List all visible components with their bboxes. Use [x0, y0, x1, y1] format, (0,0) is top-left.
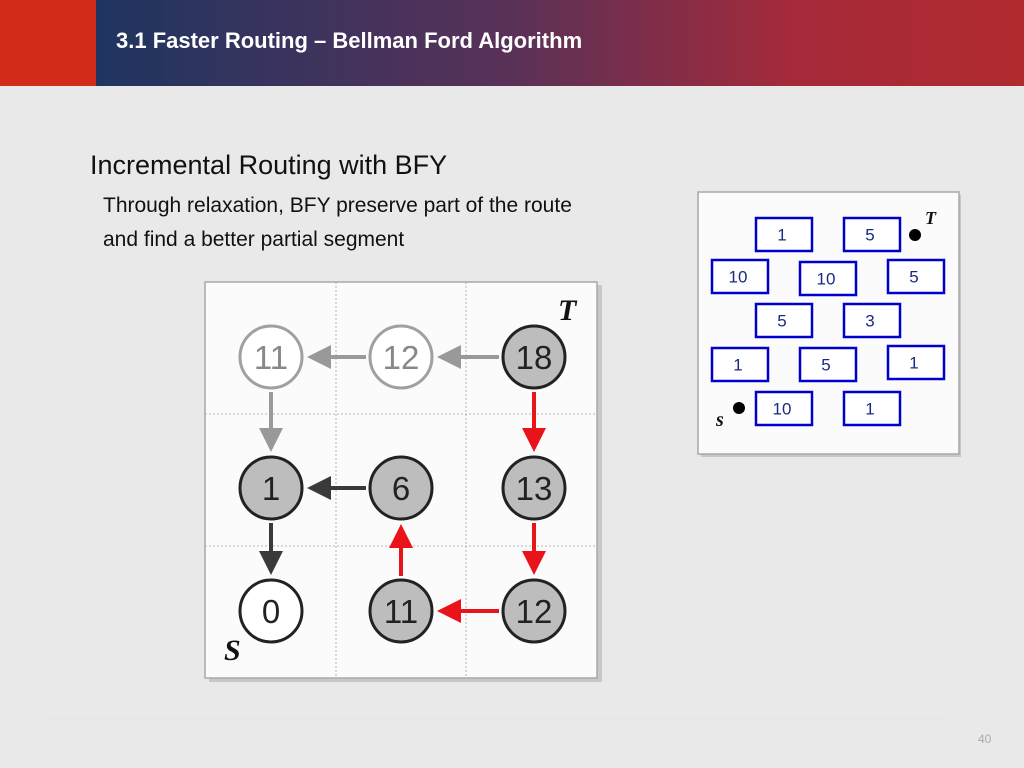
block-value: 5 [821, 356, 830, 375]
node-value: 12 [383, 339, 420, 376]
grid-nodes: 11 12 18 1 6 13 0 11 12 [238, 324, 567, 644]
block-value: 5 [865, 226, 874, 245]
node-value: 13 [516, 470, 553, 507]
node-circle [238, 324, 304, 390]
block-box: 1 [886, 344, 946, 381]
block-box: 1 [842, 390, 902, 427]
content-line-1: Through relaxation, BFY preserve part of… [103, 194, 572, 217]
node-circle [501, 455, 567, 521]
block-box: 10 [754, 390, 814, 427]
node-circle [238, 455, 304, 521]
grid-routing-figure: 11 12 18 1 6 13 0 11 12 T S [204, 281, 602, 682]
node-n02: 18 [501, 324, 567, 390]
target-dot [909, 229, 921, 241]
header-bar [96, 0, 1024, 86]
block-box: 5 [798, 346, 858, 383]
block-value: 1 [865, 400, 874, 419]
node-n11: 6 [368, 455, 434, 521]
block-value: 10 [729, 268, 748, 287]
content-heading: Incremental Routing with BFY [90, 150, 448, 180]
node-n12: 13 [501, 455, 567, 521]
block-placement-figure: 1 5 10 10 5 5 3 1 5 1 10 1 T s [697, 191, 961, 457]
block-value: 5 [909, 268, 918, 287]
block-box: 3 [842, 302, 902, 339]
node-n01: 12 [368, 324, 434, 390]
node-value: 0 [262, 593, 280, 630]
node-value: 11 [254, 339, 288, 376]
node-n20: 0 [238, 578, 304, 644]
footer-divider [44, 718, 944, 719]
block-boxes: 1 5 10 10 5 5 3 1 5 1 10 1 [710, 216, 946, 427]
source-label: S [224, 634, 241, 667]
node-n00: 11 [238, 324, 304, 390]
block-value: 10 [773, 400, 792, 419]
node-circle [501, 324, 567, 390]
block-target-label: T [925, 208, 937, 228]
node-value: 18 [516, 339, 553, 376]
node-n21: 11 [368, 578, 434, 644]
block-source-label: s [715, 409, 724, 431]
block-box: 10 [710, 258, 770, 295]
page-number: 40 [978, 732, 992, 746]
node-n22: 12 [501, 578, 567, 644]
block-value: 3 [865, 312, 874, 331]
block-value: 10 [817, 270, 836, 289]
target-label: T [558, 294, 578, 327]
node-value: 11 [384, 593, 418, 630]
node-circle [501, 578, 567, 644]
slide-title: 3.1 Faster Routing – Bellman Ford Algori… [116, 28, 583, 53]
block-box: 5 [842, 216, 902, 253]
block-value: 1 [777, 226, 786, 245]
block-box: 1 [754, 216, 814, 253]
source-dot [733, 402, 745, 414]
node-circle [368, 455, 434, 521]
block-box: 5 [886, 258, 946, 295]
block-box: 10 [798, 260, 858, 297]
node-value: 6 [392, 470, 410, 507]
node-circle [238, 578, 304, 644]
content-line-2: and find a better partial segment [103, 228, 405, 251]
node-n10: 1 [238, 455, 304, 521]
block-value: 1 [733, 356, 742, 375]
block-value: 1 [909, 354, 918, 373]
block-panel [697, 191, 960, 455]
block-value: 5 [777, 312, 786, 331]
node-circle [368, 578, 434, 644]
header-accent [0, 0, 96, 86]
grid-edges [259, 345, 546, 623]
node-value: 12 [516, 593, 553, 630]
node-value: 1 [262, 470, 280, 507]
block-box: 1 [710, 346, 770, 383]
node-circle [368, 324, 434, 390]
block-box: 5 [754, 302, 814, 339]
